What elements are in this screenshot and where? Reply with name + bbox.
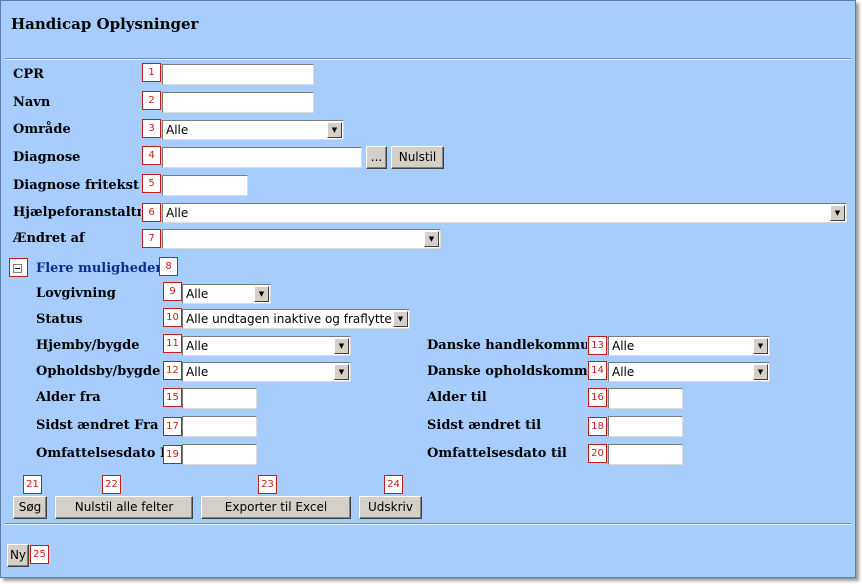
sidst-aendret-fra-input[interactable]	[182, 416, 257, 437]
sidst-aendret-til-input[interactable]	[608, 416, 683, 437]
navn-label: Navn	[13, 95, 51, 110]
diagnose-label: Diagnose	[13, 150, 81, 165]
lovgivning-select[interactable]: Alle ▼	[182, 284, 271, 304]
marker-10: 10	[163, 308, 182, 327]
hjaelpeforanstaltning-select[interactable]: Alle ▼	[162, 203, 847, 223]
hjemby-label: Hjemby/bygde	[36, 338, 140, 353]
marker-11: 11	[163, 334, 182, 353]
status-value: Alle undtagen inaktive og fraflyttede	[186, 312, 392, 326]
omfattelsesdato-fra-label: Omfattelsesdato Fra	[36, 446, 163, 461]
sidst-aendret-til-label: Sidst ændret til	[427, 418, 542, 433]
omraade-select[interactable]: Alle ▼	[162, 120, 344, 140]
page-title: Handicap Oplysninger	[11, 15, 199, 33]
marker-13: 13	[588, 336, 607, 355]
marker-22: 22	[102, 475, 121, 494]
marker-19: 19	[163, 445, 182, 464]
status-select[interactable]: Alle undtagen inaktive og fraflyttede ▼	[182, 309, 410, 329]
marker-8: 8	[159, 257, 178, 276]
omfattelsesdato-til-label: Omfattelsesdato til	[427, 446, 567, 461]
marker-14: 14	[588, 361, 607, 380]
chevron-down-icon[interactable]: ▼	[334, 364, 349, 380]
lovgivning-label: Lovgivning	[36, 286, 116, 301]
marker-16: 16	[588, 388, 607, 407]
handlekommune-label: Danske handlekommune	[427, 338, 587, 353]
marker-24: 24	[384, 475, 403, 494]
alder-til-input[interactable]	[608, 388, 683, 409]
aendret-af-select[interactable]: ▼	[162, 229, 441, 249]
diagnose-input[interactable]	[162, 147, 362, 168]
print-button[interactable]: Udskriv	[359, 496, 422, 519]
marker-17: 17	[163, 417, 182, 436]
alder-fra-input[interactable]	[182, 388, 257, 409]
diagnose-reset-button[interactable]: Nulstil	[391, 146, 444, 169]
opholdsby-select[interactable]: Alle ▼	[182, 362, 351, 382]
marker-25: 25	[30, 545, 49, 564]
chevron-down-icon[interactable]: ▼	[393, 311, 408, 327]
hjemby-select[interactable]: Alle ▼	[182, 336, 351, 356]
chevron-down-icon[interactable]: ▼	[327, 122, 342, 138]
omraade-label: Område	[13, 122, 71, 137]
diagnose-fritekst-input[interactable]	[162, 175, 248, 196]
aendret-af-label: Ændret af	[13, 231, 85, 246]
divider-top	[5, 58, 851, 60]
omfattelsesdato-til-input[interactable]	[608, 444, 683, 465]
marker-23: 23	[258, 475, 277, 494]
omfattelsesdato-fra-input[interactable]	[182, 444, 257, 465]
chevron-down-icon[interactable]: ▼	[334, 338, 349, 354]
marker-20: 20	[588, 444, 607, 463]
status-label: Status	[36, 312, 83, 327]
search-button[interactable]: Søg	[13, 496, 47, 519]
chevron-down-icon[interactable]: ▼	[753, 338, 768, 354]
marker-7: 7	[142, 229, 161, 248]
hjemby-value: Alle	[186, 339, 209, 353]
chevron-down-icon[interactable]: ▼	[830, 205, 845, 221]
alder-fra-label: Alder fra	[36, 390, 101, 405]
navn-input[interactable]	[162, 92, 314, 113]
opholdskommune-label: Danske opholdskommune	[427, 364, 587, 379]
marker-18: 18	[588, 417, 607, 436]
marker-5: 5	[142, 174, 161, 193]
marker-12: 12	[163, 361, 182, 380]
opholdskommune-select[interactable]: Alle ▼	[608, 362, 770, 382]
opholdskommune-value: Alle	[612, 365, 635, 379]
opholdsby-label: Opholdsby/bygde	[36, 364, 161, 379]
opholdsby-value: Alle	[186, 365, 209, 379]
chevron-down-icon[interactable]: ▼	[424, 231, 439, 247]
divider-bottom	[5, 523, 851, 525]
collapse-icon[interactable]	[13, 264, 22, 273]
marker-2: 2	[142, 91, 161, 110]
omraade-value: Alle	[166, 123, 189, 137]
chevron-down-icon[interactable]: ▼	[753, 364, 768, 380]
marker-9: 9	[163, 282, 182, 301]
handlekommune-value: Alle	[612, 339, 635, 353]
reset-all-button[interactable]: Nulstil alle felter	[55, 496, 193, 519]
sidst-aendret-fra-label: Sidst ændret Fra	[36, 418, 159, 433]
more-options-link[interactable]: Flere muligheder	[36, 261, 163, 276]
marker-15: 15	[163, 388, 182, 407]
new-button[interactable]: Ny	[7, 544, 29, 567]
diagnose-browse-button[interactable]: ...	[366, 146, 387, 169]
chevron-down-icon[interactable]: ▼	[254, 286, 269, 302]
handlekommune-select[interactable]: Alle ▼	[608, 336, 770, 356]
cpr-label: CPR	[13, 67, 44, 82]
marker-3: 3	[142, 119, 161, 138]
export-excel-button[interactable]: Exporter til Excel	[201, 496, 351, 519]
hjaelpeforanstaltning-value: Alle	[166, 206, 189, 220]
alder-til-label: Alder til	[427, 390, 487, 405]
cpr-input[interactable]	[162, 64, 314, 85]
diagnose-fritekst-label: Diagnose fritekst	[13, 178, 139, 193]
hjaelpeforanstaltning-label: Hjælpeforanstaltning	[13, 205, 141, 220]
marker-6: 6	[142, 203, 161, 222]
marker-21: 21	[23, 475, 42, 494]
marker-1: 1	[142, 63, 161, 82]
marker-4: 4	[142, 146, 161, 165]
lovgivning-value: Alle	[186, 287, 209, 301]
